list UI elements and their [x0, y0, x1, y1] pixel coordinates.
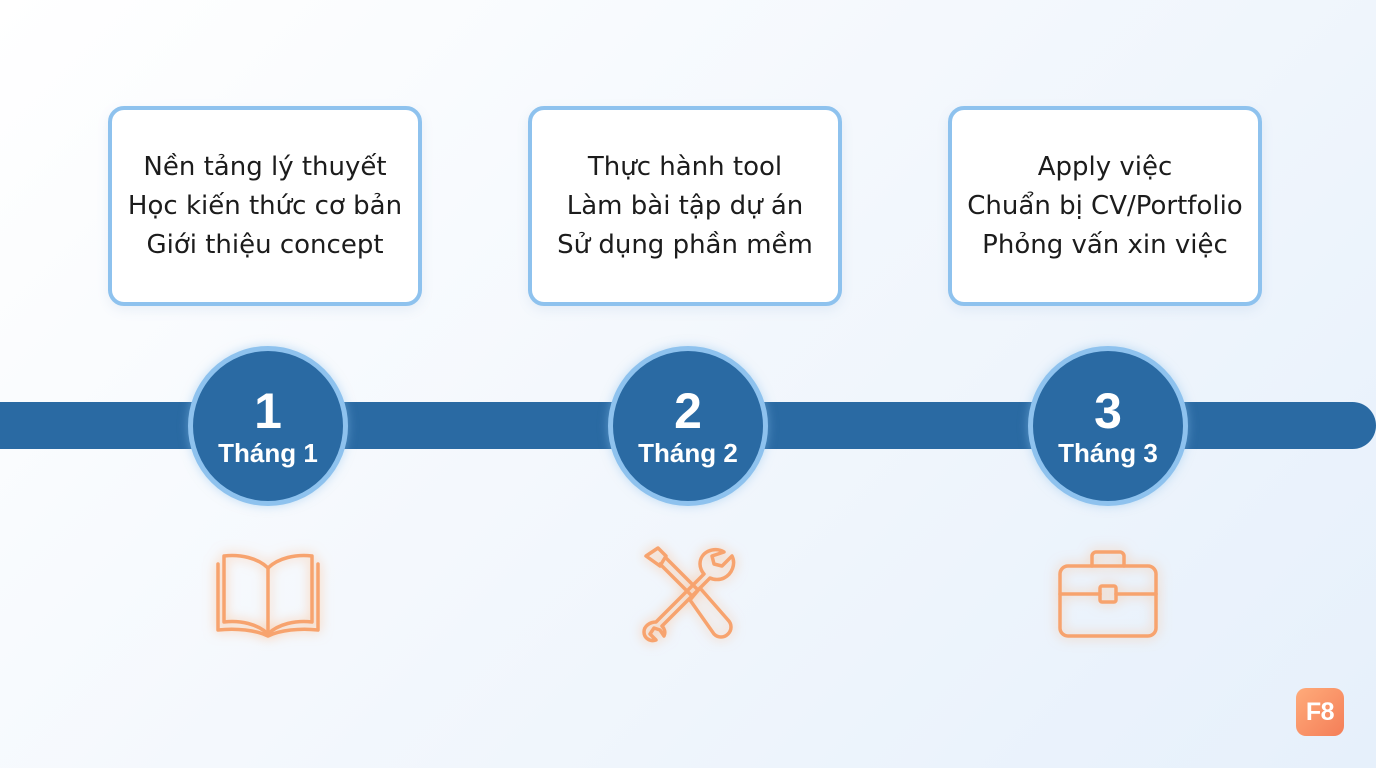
- card-line: Nền tảng lý thuyết: [143, 151, 387, 182]
- wrench-screwdriver-icon: [636, 542, 740, 646]
- card-line: Giới thiệu concept: [146, 229, 384, 260]
- card-line: Thực hành tool: [587, 151, 783, 182]
- card-line: Phỏng vấn xin việc: [982, 229, 1228, 260]
- card-line: Sử dụng phần mềm: [557, 229, 813, 260]
- step-1-card: Nền tảng lý thuyết Học kiến thức cơ bản …: [108, 106, 422, 306]
- step-2-card: Thực hành tool Làm bài tập dự án Sử dụng…: [528, 106, 842, 306]
- step-label: Tháng 2: [638, 438, 738, 468]
- card-line: Làm bài tập dự án: [566, 190, 804, 221]
- card-line: Apply việc: [1037, 151, 1173, 182]
- card-line: Chuẩn bị CV/Portfolio: [967, 190, 1243, 221]
- f8-logo: F8: [1296, 688, 1344, 736]
- step-1-circle: 1 Tháng 1: [188, 346, 348, 506]
- step-3-card: Apply việc Chuẩn bị CV/Portfolio Phỏng v…: [948, 106, 1262, 306]
- card-line: Học kiến thức cơ bản: [127, 190, 403, 221]
- step-3-circle: 3 Tháng 3: [1028, 346, 1188, 506]
- step-number: 1: [254, 383, 282, 439]
- open-book-icon: [216, 542, 320, 646]
- step-label: Tháng 1: [218, 438, 318, 468]
- briefcase-icon: [1056, 542, 1160, 646]
- step-number: 3: [1094, 383, 1122, 439]
- step-2-circle: 2 Tháng 2: [608, 346, 768, 506]
- step-label: Tháng 3: [1058, 438, 1158, 468]
- step-number: 2: [674, 383, 702, 439]
